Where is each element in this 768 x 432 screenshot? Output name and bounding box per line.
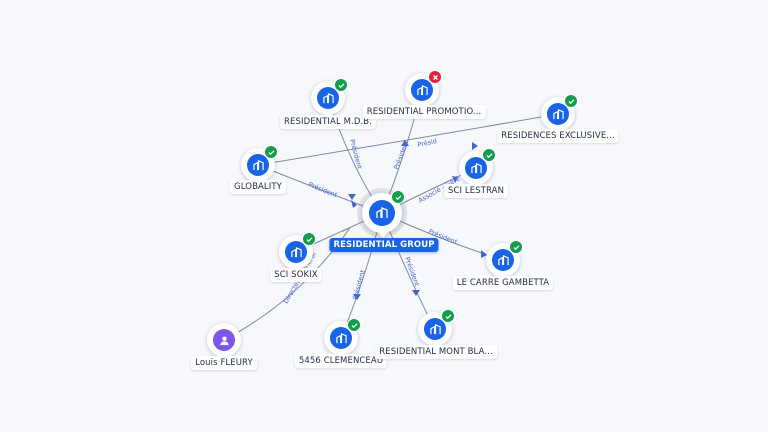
edge-label-mdb: Président (348, 138, 364, 170)
edge-label-clem: Président (351, 269, 367, 301)
node-residences-exclusive[interactable] (541, 94, 578, 131)
building-icon (492, 249, 514, 271)
edge-label-sokix: ... (340, 224, 349, 234)
node-label-residential-mont-blanc[interactable]: RESIDENTIAL MONT BLA... (375, 345, 497, 359)
active-check-icon (441, 309, 455, 323)
person-icon (213, 329, 235, 351)
active-check-icon (391, 190, 405, 204)
center-pin-pointer (377, 231, 389, 238)
active-check-icon (347, 318, 361, 332)
building-icon (330, 327, 352, 349)
node-globality[interactable] (241, 145, 278, 182)
node-residential-mont-blanc[interactable] (418, 309, 455, 346)
node-label-le-carre-gambetta[interactable]: LE CARRE GAMBETTA (452, 276, 554, 290)
node-louis-fleury[interactable] (207, 323, 241, 357)
building-icon (547, 103, 569, 125)
node-label-sci-lestran[interactable]: SCI LESTRAN (443, 184, 509, 198)
closed-x-icon (428, 70, 442, 84)
center-node-label[interactable]: RESIDENTIAL GROUP (329, 238, 439, 252)
node-residential-promotion[interactable] (405, 70, 442, 107)
active-check-icon (482, 148, 496, 162)
node-le-carre-gambetta[interactable] (486, 240, 523, 277)
node-sci-sokix[interactable] (279, 232, 316, 269)
edge-excl (257, 113, 559, 166)
building-icon (369, 200, 395, 226)
building-icon (465, 157, 487, 179)
node-label-residential-promotion[interactable]: RESIDENTIAL PROMOTIO... (362, 105, 486, 119)
node-sci-lestran[interactable] (459, 148, 496, 185)
edge-label-promo: Président (392, 139, 410, 171)
building-icon (285, 241, 307, 263)
node-label-residential-mdb[interactable]: RESIDENTIAL M.D.B. (279, 115, 377, 129)
node-label-globality[interactable]: GLOBALITY (230, 180, 286, 194)
active-check-icon (334, 78, 348, 92)
node-label-residences-exclusive[interactable]: RESIDENCES EXCLUSIVE... (497, 129, 619, 143)
node-label-sci-sokix[interactable]: SCI SOKIX (270, 268, 322, 282)
center-node[interactable] (362, 190, 405, 233)
node-5456-clemenceau[interactable] (324, 318, 361, 355)
building-icon (411, 79, 433, 101)
building-icon (247, 154, 269, 176)
edge-label-excl: Présid (417, 137, 438, 149)
active-check-icon (302, 232, 316, 246)
node-label-5456-clemenceau[interactable]: 5456 CLEMENCEAU (294, 354, 388, 368)
node-residential-mdb[interactable] (311, 78, 348, 115)
active-check-icon (564, 94, 578, 108)
node-label-louis-fleury[interactable]: Louis FLEURY (191, 356, 257, 370)
building-icon (424, 318, 446, 340)
edge-label-glob: Président (307, 180, 339, 199)
edge-label-montbla: Président (403, 256, 421, 288)
building-icon (317, 87, 339, 109)
active-check-icon (509, 240, 523, 254)
active-check-icon (264, 145, 278, 159)
